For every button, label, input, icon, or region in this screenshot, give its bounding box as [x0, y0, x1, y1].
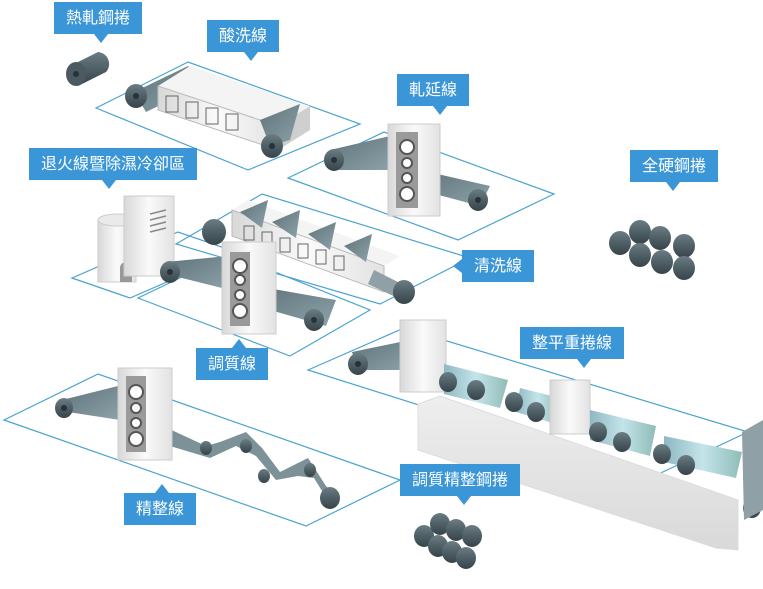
label-leveling-recoiling-line[interactable]: 整平重捲線: [520, 327, 625, 368]
rolling-line-machine: [324, 123, 490, 217]
label-temper-finished-coil[interactable]: 調質精整鋼捲: [400, 464, 521, 505]
label-rolling-line[interactable]: 軋延線: [397, 74, 470, 115]
label-pickling-line[interactable]: 酸洗線: [207, 20, 280, 61]
hot-rolled-coil: [66, 52, 110, 86]
label-temper-line[interactable]: 調質線: [196, 339, 269, 380]
label-cleaning-line[interactable]: 清洗線: [452, 250, 535, 282]
label-hot-rolled-coil[interactable]: 熱軋鋼捲: [54, 2, 143, 43]
pickling-zone-outline: [94, 61, 362, 171]
cleaning-line-machine: [202, 200, 415, 304]
temper-finished-coil-stack: [414, 513, 482, 569]
pickling-line-machine: [125, 66, 310, 158]
leveling-line-machine: [348, 319, 763, 551]
full-hard-coil-stack: [609, 220, 695, 280]
finishing-line-machine: [55, 367, 340, 509]
annealing-furnace: [97, 195, 175, 283]
label-finishing-line[interactable]: 精整線: [124, 484, 197, 525]
temper-line-machine: [160, 241, 336, 335]
label-full-hard-coil[interactable]: 全硬鋼捲: [630, 150, 719, 191]
label-annealing-line[interactable]: 退火線暨除濕冷卻區: [29, 148, 198, 189]
